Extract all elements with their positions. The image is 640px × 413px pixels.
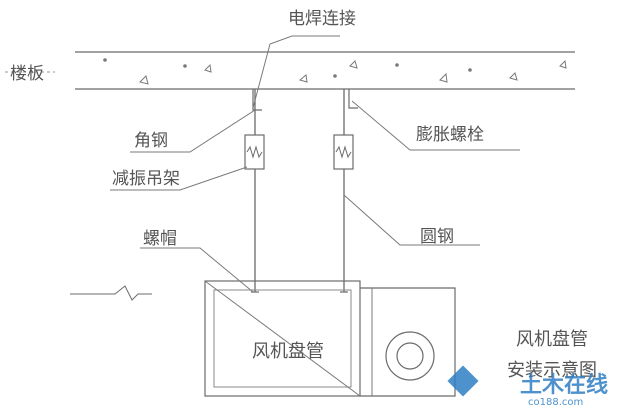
left-spring-icon (246, 145, 263, 159)
right-hanger (333, 89, 358, 293)
watermark: 土木在线 co188.com (447, 365, 608, 408)
watermark-brand: 土木在线 (520, 372, 608, 398)
floor-slab (5, 51, 575, 90)
label-damping-hanger: 减振吊架 (112, 169, 180, 189)
fan-outlet-inner (396, 342, 424, 370)
right-angle-steel (348, 89, 358, 109)
fan-coil-unit (204, 280, 456, 397)
leader-lines (110, 35, 520, 293)
label-fan-coil: 风机盘管 (252, 341, 324, 362)
label-weld-connection: 电焊连接 (288, 9, 356, 29)
label-angle-steel: 角钢 (134, 131, 168, 151)
label-round-steel: 圆钢 (420, 227, 454, 247)
fan-outlet-outer (385, 331, 435, 381)
fan-housing (360, 287, 456, 397)
watermark-domain: co188.com (528, 397, 583, 408)
left-hanger (244, 89, 265, 293)
label-expansion-bolt: 膨胀螺栓 (416, 125, 484, 145)
fan-coil-body (204, 280, 361, 397)
slab-hatch (103, 58, 567, 85)
watermark-logo-icon (447, 365, 479, 397)
right-spring-icon (335, 145, 352, 159)
caption-line-1: 风机盘管 (516, 329, 588, 350)
break-mark (70, 285, 152, 301)
caption-line-2: 安装示意图 (507, 360, 597, 381)
label-nut: 螺帽 (143, 229, 177, 249)
left-angle-steel (252, 89, 262, 111)
label-floor-slab: 楼板 (10, 64, 44, 84)
